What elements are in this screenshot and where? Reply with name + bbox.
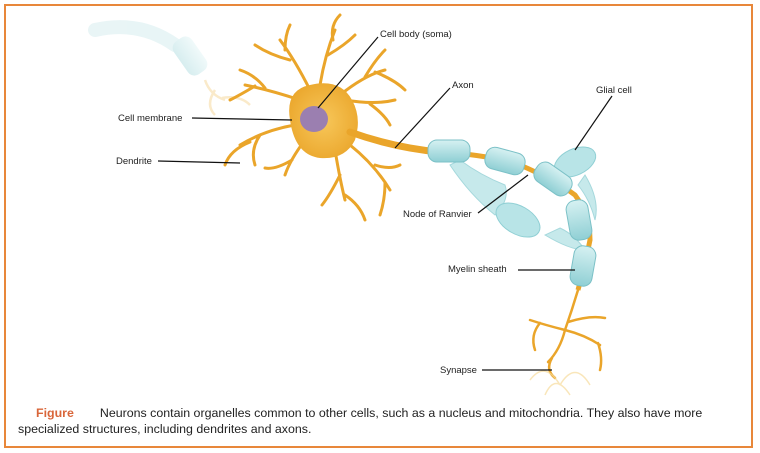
myelin-segment [484,146,526,176]
label-glial-cell: Glial cell [596,85,632,96]
faded-myelin-segment [172,36,208,76]
label-cell-membrane: Cell membrane [118,113,183,124]
dendrites [223,13,407,222]
myelin-segment [569,245,597,287]
myelin-segment [565,199,593,241]
axon-terminals [528,288,607,380]
caption-text: Neurons contain organelles common to oth… [18,406,703,436]
faded-neuron [88,20,251,116]
label-cell-body: Cell body (soma) [380,29,452,40]
axon [346,128,444,156]
nucleus [300,106,328,132]
label-synapse: Synapse [440,365,477,376]
label-axon: Axon [452,80,474,91]
myelin-segment [533,161,573,197]
leader-lines [157,36,613,371]
figure-label: Figure [36,406,74,420]
label-dendrite: Dendrite [116,156,152,167]
figure-frame [4,4,753,448]
label-node-of-ranvier: Node of Ranvier [403,209,472,220]
myelin-segment [427,139,471,163]
cell-body [289,83,358,159]
myelin-sheath-segments [427,139,597,287]
label-myelin-sheath: Myelin sheath [448,264,507,275]
synapse-glow [529,370,591,396]
glial-cells [449,146,597,251]
